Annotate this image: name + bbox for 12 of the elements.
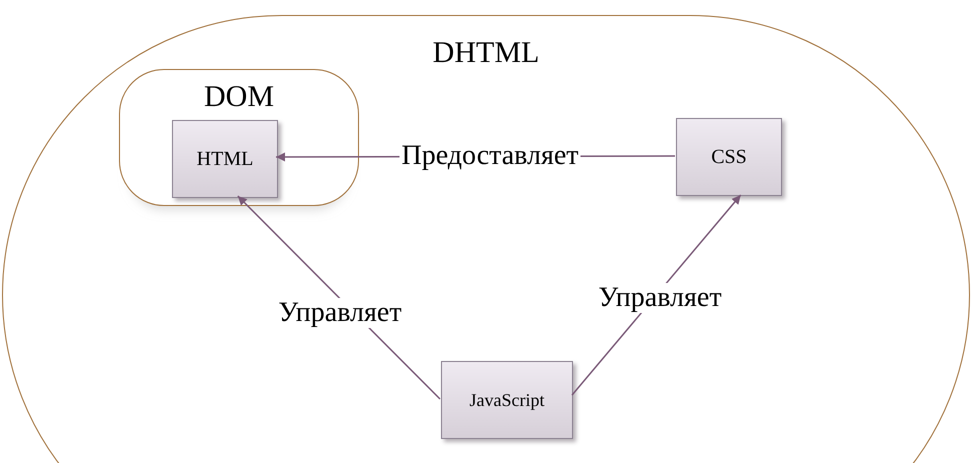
box-label: HTML [196, 147, 254, 171]
box-label: CSS [711, 145, 747, 169]
process-box [441, 361, 573, 439]
region-title: DHTML [432, 36, 540, 70]
edge-label: Управляет [596, 283, 724, 313]
process-box [676, 118, 782, 196]
process-box [172, 120, 278, 198]
container-region [2, 15, 970, 463]
group-region [119, 69, 359, 206]
edge-label: Управляет [276, 298, 404, 328]
region-title: DOM [202, 80, 275, 114]
box-label: JavaScript [470, 389, 544, 411]
